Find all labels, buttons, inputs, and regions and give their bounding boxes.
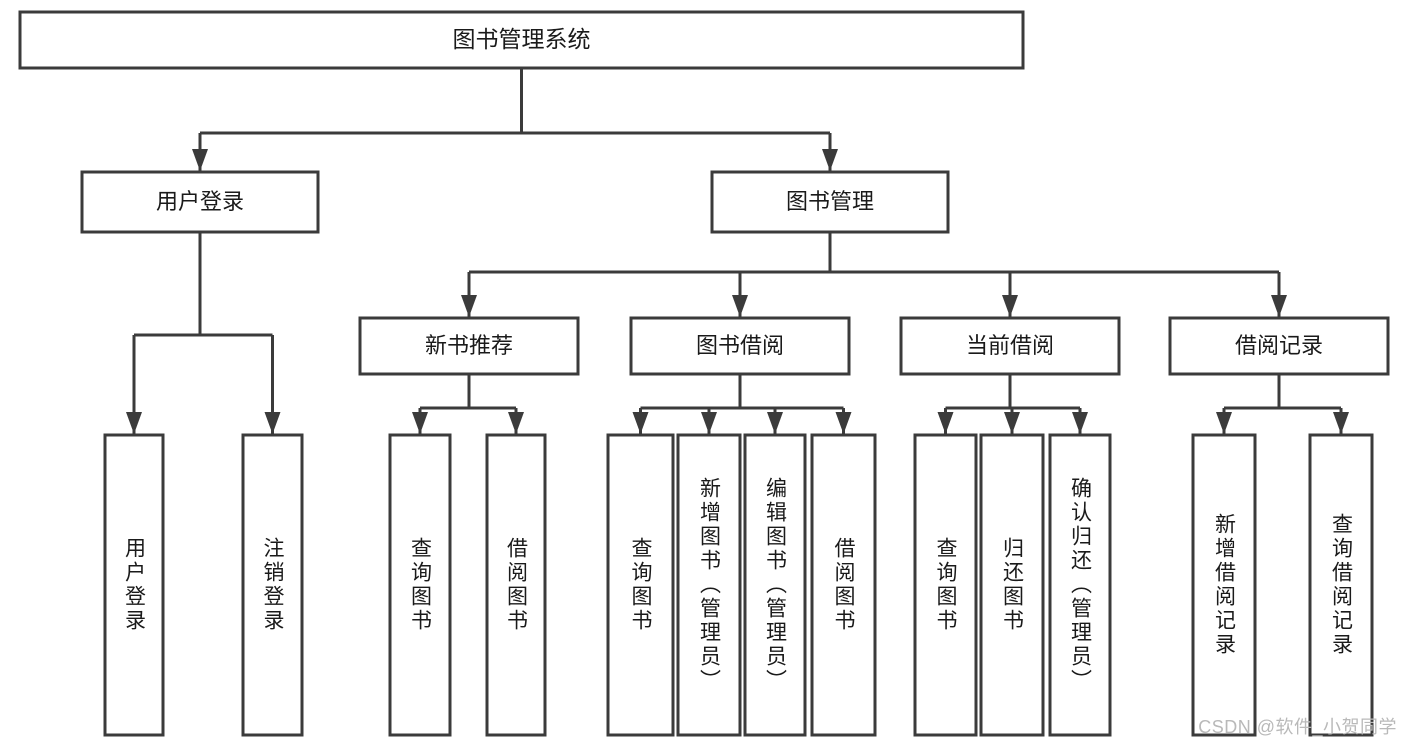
connector-layer xyxy=(126,68,1349,434)
connector-arrowhead xyxy=(412,412,428,434)
node-label-level2-0: 用户登录 xyxy=(156,189,244,214)
node-label-level3-2: 当前借阅 xyxy=(966,333,1054,358)
csdn-watermark: CSDN @软件_小贺同学 xyxy=(1198,717,1397,737)
connector-arrowhead xyxy=(192,149,208,171)
node-box-leaf-2[interactable] xyxy=(388,433,452,737)
node-box-leaf-8[interactable] xyxy=(913,433,978,737)
connector-arrowhead xyxy=(264,412,281,434)
connector-arrowhead xyxy=(632,412,649,434)
node-box-leaf-4[interactable] xyxy=(606,433,675,737)
node-box-level2-0[interactable] xyxy=(80,170,320,234)
node-box-level3-0[interactable] xyxy=(358,316,580,376)
connector-arrowhead xyxy=(1004,412,1020,434)
connector-arrowhead xyxy=(937,412,954,434)
node-box-leaf-11[interactable] xyxy=(1191,433,1257,737)
connector-arrowhead xyxy=(1271,295,1287,317)
connector-arrowhead xyxy=(1216,412,1232,434)
node-label-root: 图书管理系统 xyxy=(453,26,591,52)
connector-arrowhead xyxy=(835,412,852,434)
connector-arrowhead xyxy=(767,412,783,434)
node-label-level2-1: 图书管理 xyxy=(786,189,874,214)
connector-arrowhead xyxy=(701,412,717,434)
node-box-leaf-10[interactable] xyxy=(1048,433,1112,737)
node-box-leaf-6[interactable] xyxy=(743,433,807,737)
connector-arrowhead xyxy=(461,295,477,317)
node-box-leaf-3[interactable] xyxy=(485,433,547,737)
node-box-leaf-12[interactable] xyxy=(1308,433,1374,737)
node-box-root[interactable] xyxy=(18,10,1025,70)
node-label-level3-0: 新书推荐 xyxy=(425,333,513,358)
node-box-leaf-5[interactable] xyxy=(676,433,742,737)
node-box-leaf-1[interactable] xyxy=(241,433,304,737)
node-box-leaf-0[interactable] xyxy=(103,433,165,737)
node-box-level3-1[interactable] xyxy=(629,316,851,376)
connector-arrowhead xyxy=(1002,295,1018,317)
connector-arrowhead xyxy=(508,412,524,434)
node-box-layer xyxy=(18,10,1390,737)
connector-arrowhead xyxy=(1333,412,1349,434)
connector-arrowhead xyxy=(126,412,142,434)
node-box-leaf-7[interactable] xyxy=(810,433,877,737)
node-box-level3-2[interactable] xyxy=(899,316,1121,376)
connector-arrowhead xyxy=(732,295,748,317)
node-label-level3-1: 图书借阅 xyxy=(696,333,784,358)
connector-arrowhead xyxy=(1072,412,1088,434)
connector-arrowhead xyxy=(822,149,838,171)
node-box-level2-1[interactable] xyxy=(710,170,950,234)
node-box-leaf-9[interactable] xyxy=(979,433,1045,737)
node-box-level3-3[interactable] xyxy=(1168,316,1390,376)
node-label-level3-3: 借阅记录 xyxy=(1235,333,1323,358)
